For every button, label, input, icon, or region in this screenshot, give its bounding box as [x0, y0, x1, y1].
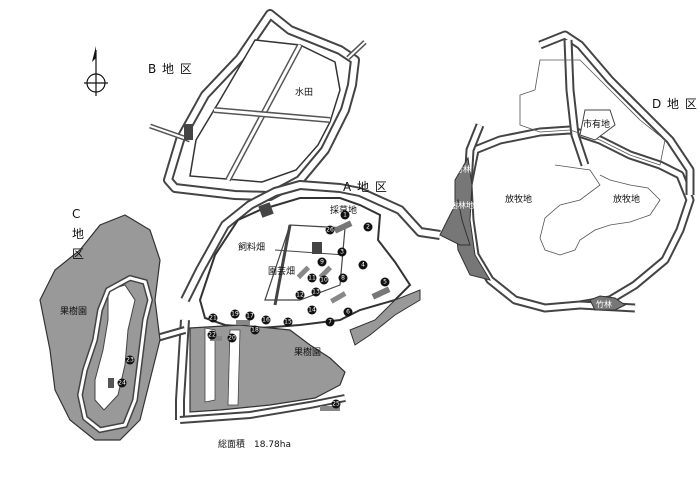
svg-text:4: 4 [361, 262, 365, 269]
svg-text:5: 5 [383, 279, 387, 286]
svg-text:12: 12 [296, 292, 304, 299]
svg-text:2: 2 [366, 224, 370, 231]
c-district-label-bottom: 区 [72, 247, 85, 261]
svg-text:13: 13 [312, 289, 320, 296]
svg-text:3: 3 [340, 249, 344, 256]
marker-26[interactable]: 26 [325, 225, 335, 235]
svg-text:10: 10 [320, 277, 328, 284]
marker-14[interactable]: 14 [307, 305, 317, 315]
svg-text:19: 19 [231, 311, 239, 318]
marker-1[interactable]: 1 [340, 210, 350, 220]
north-arrow-icon [84, 46, 108, 96]
building [312, 242, 322, 254]
marker-15[interactable]: 15 [283, 317, 293, 327]
svg-text:14: 14 [308, 307, 316, 314]
d-district-label: D 地 区 [652, 97, 698, 111]
marker-2[interactable]: 2 [363, 222, 373, 232]
svg-text:25: 25 [332, 401, 340, 408]
building [258, 202, 274, 218]
marker-8[interactable]: 8 [338, 273, 348, 283]
c-district-label-mid: 地 [72, 227, 85, 241]
svg-text:24: 24 [118, 380, 126, 387]
marker-4[interactable]: 4 [358, 260, 368, 270]
orchard-c-label: 果樹園 [60, 305, 87, 317]
marker-9[interactable]: 9 [317, 257, 327, 267]
garden-field-label: 園芸畑 [268, 265, 295, 277]
svg-text:20: 20 [228, 335, 236, 342]
a-district [189, 197, 421, 413]
marker-19[interactable]: 19 [230, 309, 240, 319]
pasture-label-2: 放牧地 [613, 193, 640, 205]
svg-text:1: 1 [343, 212, 347, 219]
building [184, 124, 193, 140]
bamboo-label-1: 竹林 [455, 164, 471, 174]
marker-22[interactable]: 22 [207, 330, 217, 340]
marker-18[interactable]: 18 [250, 325, 260, 335]
svg-text:18: 18 [251, 327, 259, 334]
marker-11[interactable]: 11 [307, 273, 317, 283]
woodland-label: 樹林地 [450, 200, 474, 210]
city-land-label: 市有地 [583, 118, 610, 130]
b-district-label: B 地 区 [148, 62, 193, 76]
paddy-label: 水田 [295, 86, 313, 98]
svg-text:21: 21 [209, 315, 217, 322]
pasture-label-1: 放牧地 [505, 193, 532, 205]
marker-10[interactable]: 10 [319, 275, 329, 285]
c-district-label-top: C [72, 207, 81, 221]
bamboo-label-2: 竹林 [596, 299, 612, 309]
svg-text:15: 15 [284, 319, 292, 326]
facility-markers: 1 2 3 4 5 6 7 8 9 10 11 12 13 14 15 16 1… [117, 210, 390, 409]
marker-17[interactable]: 17 [245, 311, 255, 321]
orchard-a-east [349, 289, 421, 346]
svg-text:9: 9 [320, 259, 324, 266]
marker-5[interactable]: 5 [380, 277, 390, 287]
c-district [39, 214, 161, 441]
marker-16[interactable]: 16 [261, 315, 271, 325]
a-district-label: A 地 区 [343, 180, 388, 194]
road-network [118, 180, 441, 424]
marker-12[interactable]: 12 [295, 290, 305, 300]
marker-23[interactable]: 23 [125, 355, 135, 365]
d-district [439, 30, 695, 313]
svg-text:16: 16 [262, 317, 270, 324]
svg-text:8: 8 [341, 275, 345, 282]
marker-7[interactable]: 7 [325, 317, 335, 327]
b-district [149, 9, 367, 201]
orchard-a-label: 果樹園 [294, 346, 321, 358]
marker-25[interactable]: 25 [331, 399, 341, 409]
feed-field-label: 飼料畑 [238, 241, 265, 253]
marker-13[interactable]: 13 [311, 287, 321, 297]
bamboo-area [589, 295, 626, 311]
marker-6[interactable]: 6 [343, 307, 353, 317]
svg-text:17: 17 [246, 313, 254, 320]
total-area-label: 総面積 18.78ha [218, 438, 291, 450]
svg-text:7: 7 [328, 319, 332, 326]
svg-text:26: 26 [326, 227, 334, 234]
grass-field-label: 採草地 [330, 204, 357, 216]
marker-20[interactable]: 20 [227, 333, 237, 343]
svg-text:6: 6 [346, 309, 350, 316]
marker-3[interactable]: 3 [337, 247, 347, 257]
svg-text:22: 22 [208, 332, 216, 339]
marker-21[interactable]: 21 [208, 313, 218, 323]
svg-text:23: 23 [126, 357, 134, 364]
svg-text:11: 11 [308, 275, 316, 282]
marker-24[interactable]: 24 [117, 378, 127, 388]
